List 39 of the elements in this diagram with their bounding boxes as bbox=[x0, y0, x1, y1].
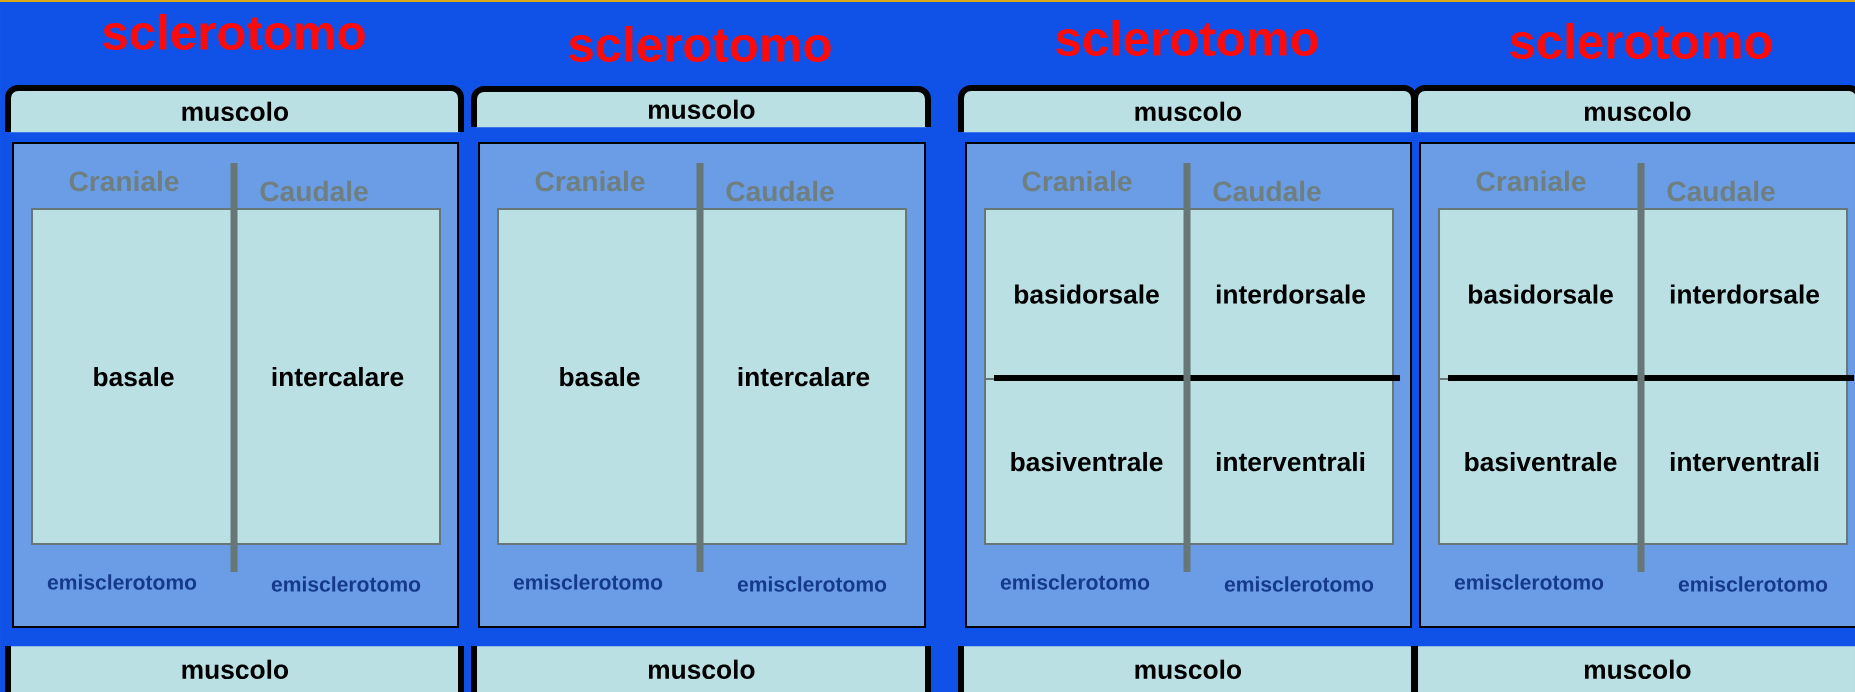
muscle-band: muscolo bbox=[471, 646, 931, 692]
side-label: Craniale bbox=[535, 170, 645, 192]
title-text: sclerotomo bbox=[569, 25, 831, 63]
side-label: Caudale bbox=[726, 180, 834, 202]
region-label: emisclerotomo bbox=[1224, 576, 1374, 592]
muscle-band: muscolo bbox=[5, 646, 464, 692]
side-label: Craniale bbox=[69, 170, 179, 192]
muscle-band: muscolo bbox=[958, 85, 1417, 133]
title-text: sclerotomo bbox=[1056, 19, 1318, 57]
region-label: emisclerotomo bbox=[1000, 574, 1150, 590]
cell: interventrali bbox=[1187, 378, 1394, 545]
side-label: Caudale bbox=[260, 180, 368, 202]
cell: basidorsale bbox=[984, 208, 1189, 380]
muscle-band: muscolo bbox=[471, 86, 931, 128]
side-label: Craniale bbox=[1022, 170, 1132, 192]
side-label: Craniale bbox=[1476, 170, 1586, 192]
cell: interdorsale bbox=[1641, 208, 1848, 380]
region-label: emisclerotomo bbox=[271, 576, 421, 592]
cell: intercalare bbox=[700, 208, 907, 545]
muscle-band: muscolo bbox=[1412, 85, 1855, 133]
region-label: emisclerotomo bbox=[737, 576, 887, 592]
region-label: emisclerotomo bbox=[513, 574, 663, 590]
muscle-band: muscolo bbox=[5, 85, 464, 133]
cell: interventrali bbox=[1641, 378, 1848, 545]
cell: basale bbox=[497, 208, 702, 545]
title-text: sclerotomo bbox=[103, 13, 365, 51]
cell: basiventrale bbox=[984, 378, 1189, 545]
side-label: Caudale bbox=[1213, 180, 1321, 202]
cell: interdorsale bbox=[1187, 208, 1394, 380]
region-label: emisclerotomo bbox=[47, 574, 197, 590]
title-text: sclerotomo bbox=[1510, 22, 1772, 60]
cell: intercalare bbox=[234, 208, 441, 545]
cell: basale bbox=[31, 208, 236, 545]
muscle-band: muscolo bbox=[958, 646, 1417, 692]
region-label: emisclerotomo bbox=[1678, 576, 1828, 592]
region-label: emisclerotomo bbox=[1454, 574, 1604, 590]
side-label: Caudale bbox=[1667, 180, 1775, 202]
cell: basidorsale bbox=[1438, 208, 1643, 380]
cell: basiventrale bbox=[1438, 378, 1643, 545]
